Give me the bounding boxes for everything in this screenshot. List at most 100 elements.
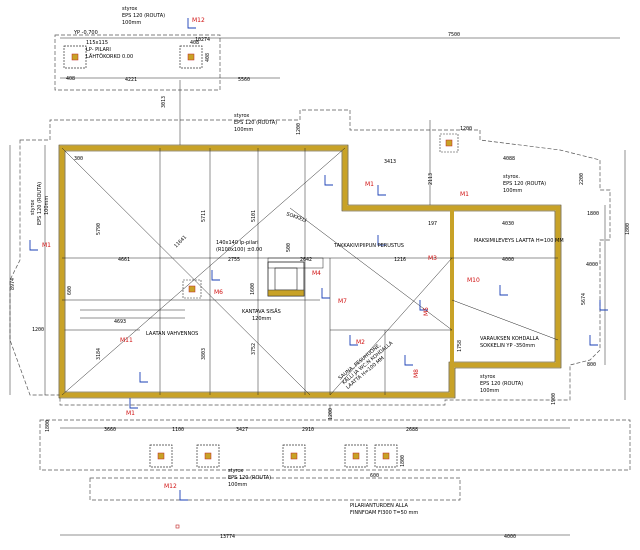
- svg-text:LP- PILARI: LP- PILARI: [86, 47, 111, 53]
- svg-text:100mm: 100mm: [503, 188, 522, 194]
- svg-text:EPS 120 (ROUTA): EPS 120 (ROUTA): [234, 120, 277, 126]
- svg-text:4000: 4000: [502, 257, 514, 263]
- svg-text:EPS 120 (ROUTA): EPS 120 (ROUTA): [37, 182, 43, 225]
- svg-text:LÄHTÖKORKO 0.00: LÄHTÖKORKO 0.00: [86, 53, 133, 60]
- sauna-slab-label: SAUNA, PESUHUONE, KÄLLI JA WC:N KOHDALLA…: [337, 339, 395, 391]
- svg-text:4693: 4693: [114, 319, 126, 325]
- svg-text:2910: 2910: [302, 427, 314, 433]
- pillar-footings: [63, 45, 459, 529]
- svg-text:4030: 4030: [502, 221, 514, 227]
- svg-text:115x115: 115x115: [86, 40, 108, 46]
- svg-text:408: 408: [66, 76, 75, 82]
- svg-text:M11: M11: [120, 337, 133, 344]
- svg-text:EPS 120 (ROUTA): EPS 120 (ROUTA): [503, 181, 546, 187]
- svg-text:styrox: styrox: [30, 200, 36, 215]
- svg-text:1200: 1200: [328, 408, 334, 420]
- svg-text:3660: 3660: [104, 427, 116, 433]
- svg-text:100mm: 100mm: [480, 388, 499, 394]
- svg-text:EPS 120 (ROUTA): EPS 120 (ROUTA): [122, 13, 165, 19]
- svg-text:styrox.: styrox.: [503, 174, 520, 180]
- svg-text:M12: M12: [192, 17, 205, 24]
- svg-text:2642: 2642: [300, 257, 312, 263]
- svg-text:1800: 1800: [400, 455, 406, 467]
- svg-text:2113: 2113: [428, 173, 434, 185]
- sokkeli-label: SOKKELI: [285, 211, 307, 224]
- stove-foundation-label: TAKKAKIVIPIIPUN PERUSTUS: [333, 243, 404, 249]
- svg-text:4661: 4661: [118, 257, 130, 263]
- svg-text:4000: 4000: [504, 534, 516, 540]
- svg-text:1600: 1600: [250, 283, 256, 295]
- styrox-label-mid: styrox EPS 120 (ROUTA) 100mm: [234, 113, 277, 133]
- svg-text:1758: 1758: [457, 340, 463, 352]
- reservation-label: VARAUKSEN KOHDALLA SOKKELIN YP -350mm: [480, 336, 539, 349]
- svg-text:(R100x100) ±0.00: (R100x100) ±0.00: [216, 247, 262, 253]
- svg-text:SOKKELIN YP -350mm: SOKKELIN YP -350mm: [480, 343, 535, 349]
- svg-text:2755: 2755: [228, 257, 240, 263]
- svg-text:M1: M1: [365, 181, 374, 188]
- svg-text:1800: 1800: [587, 211, 599, 217]
- svg-text:1100: 1100: [172, 427, 184, 433]
- svg-text:PILARIANTURDEN ALLA: PILARIANTURDEN ALLA: [350, 503, 409, 509]
- stove-foundation: [267, 257, 324, 297]
- yp-level-label: YP -0.700: [73, 30, 98, 36]
- svg-text:3184: 3184: [96, 348, 102, 360]
- svg-text:140x140 lp-pilari: 140x140 lp-pilari: [216, 240, 258, 246]
- dimension-texts: 408 10274 7500 4221 5560 408 408 3013 12…: [10, 32, 631, 540]
- svg-text:3013: 3013: [161, 96, 167, 108]
- svg-text:3752: 3752: [251, 343, 257, 355]
- steel-post-label: 140x140 lp-pilari (R100x100) ±0.00: [216, 240, 262, 253]
- svg-text:1900: 1900: [551, 393, 557, 405]
- section-arrows: [29, 18, 608, 501]
- svg-text:7500: 7500: [448, 32, 460, 38]
- svg-text:5790: 5790: [96, 223, 102, 235]
- svg-text:408: 408: [205, 53, 211, 62]
- svg-text:2200: 2200: [579, 173, 585, 185]
- svg-text:KÄLLI JA WC:N KOHDALLA: KÄLLI JA WC:N KOHDALLA: [341, 339, 395, 386]
- svg-text:5101: 5101: [251, 210, 257, 222]
- svg-text:1800: 1800: [45, 420, 51, 432]
- svg-text:KANTAVA SISÄS: KANTAVA SISÄS: [242, 308, 281, 315]
- svg-text:197: 197: [428, 221, 437, 227]
- svg-text:M12: M12: [164, 483, 177, 490]
- svg-text:2688: 2688: [406, 427, 418, 433]
- section-marks: M12 M1 M1 M1 M1 M2 M3 M4 M5 M6 M7 M8 M10…: [42, 17, 480, 490]
- pilari-label: 115x115 LP- PILARI LÄHTÖKORKO 0.00: [86, 40, 133, 60]
- svg-text:EPS 120 (ROUTA): EPS 120 (ROUTA): [228, 475, 271, 481]
- svg-text:M8: M8: [413, 369, 420, 378]
- svg-text:FINNFOAM FI300 T=50 mm: FINNFOAM FI300 T=50 mm: [350, 510, 418, 516]
- svg-text:3413: 3413: [384, 159, 396, 165]
- svg-text:8974: 8974: [10, 278, 16, 290]
- bearing-wall-label: KANTAVA SISÄS 120mm: [242, 308, 281, 322]
- svg-text:5711: 5711: [201, 210, 207, 222]
- slab-reinforcement-label: LAATAN VAHVENNOS: [146, 331, 198, 337]
- svg-text:100mm: 100mm: [234, 127, 253, 133]
- svg-text:120mm: 120mm: [252, 316, 271, 322]
- svg-text:M4: M4: [312, 270, 321, 277]
- svg-text:4088: 4088: [503, 156, 515, 162]
- svg-text:13774: 13774: [220, 534, 235, 540]
- svg-text:600: 600: [370, 473, 379, 479]
- svg-text:100mm: 100mm: [228, 482, 247, 488]
- svg-text:500: 500: [286, 243, 292, 252]
- svg-text:M1: M1: [460, 191, 469, 198]
- svg-text:1200: 1200: [32, 327, 44, 333]
- max-width-slab-label: MAKSIMILEVEYS LAATTA H=100 MM: [474, 238, 564, 244]
- svg-text:800: 800: [587, 362, 596, 368]
- styrox-label-top: styrox EPS 120 (ROUTA) 100mm: [122, 6, 165, 26]
- svg-text:3427: 3427: [236, 427, 248, 433]
- svg-text:M6: M6: [214, 289, 223, 296]
- svg-text:M1: M1: [126, 410, 135, 417]
- svg-text:VARAUKSEN KOHDALLA: VARAUKSEN KOHDALLA: [480, 336, 539, 342]
- svg-text:styrox: styrox: [228, 468, 243, 474]
- svg-text:1216: 1216: [394, 257, 406, 263]
- svg-text:5560: 5560: [238, 77, 250, 83]
- styrox-label-lower-right: styrox EPS 120 (ROUTA) 100mm: [480, 374, 523, 394]
- styrox-label-right: styrox. EPS 120 (ROUTA) 100mm: [503, 174, 546, 194]
- svg-text:100mm: 100mm: [122, 20, 141, 26]
- svg-text:M3: M3: [428, 255, 437, 262]
- svg-text:100mm: 100mm: [44, 196, 50, 215]
- svg-text:3803: 3803: [201, 348, 207, 360]
- svg-text:600: 600: [67, 286, 73, 295]
- svg-text:11641: 11641: [173, 235, 188, 250]
